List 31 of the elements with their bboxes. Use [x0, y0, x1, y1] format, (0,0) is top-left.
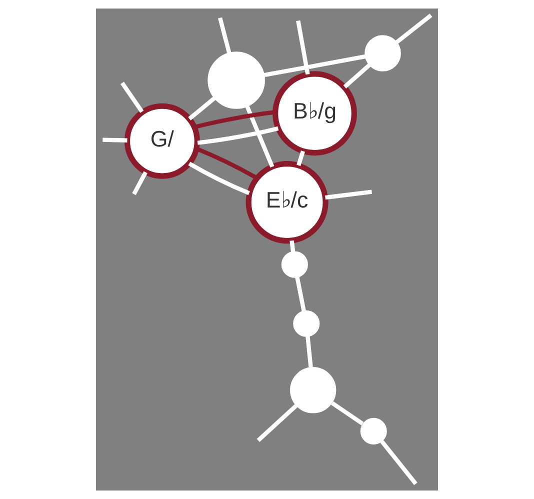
connector — [188, 162, 250, 196]
connector — [306, 336, 313, 368]
connector — [324, 190, 372, 200]
connector — [218, 17, 232, 54]
connector — [197, 126, 279, 145]
connector — [295, 276, 306, 312]
node-circle: B♭/g — [272, 71, 357, 156]
connector — [296, 20, 310, 75]
connector — [343, 63, 372, 88]
connector — [120, 82, 144, 113]
connector — [245, 105, 274, 168]
connector — [290, 240, 296, 252]
connector — [264, 54, 366, 78]
connector — [256, 404, 298, 442]
connector — [188, 96, 216, 120]
connector — [296, 150, 305, 166]
node-circle: E♭/c — [246, 161, 328, 244]
node-circle — [290, 367, 336, 414]
connector — [102, 138, 128, 142]
node-circle — [360, 418, 387, 444]
node-circle — [281, 251, 308, 278]
node-circle — [293, 310, 320, 337]
connector — [331, 401, 364, 426]
connector — [395, 14, 432, 44]
connector — [132, 171, 148, 196]
node-circle — [364, 35, 401, 72]
node-circle: G/ — [124, 103, 200, 179]
connector — [196, 146, 258, 180]
node-circle — [208, 52, 265, 109]
connector — [380, 440, 418, 486]
connector — [194, 110, 276, 130]
